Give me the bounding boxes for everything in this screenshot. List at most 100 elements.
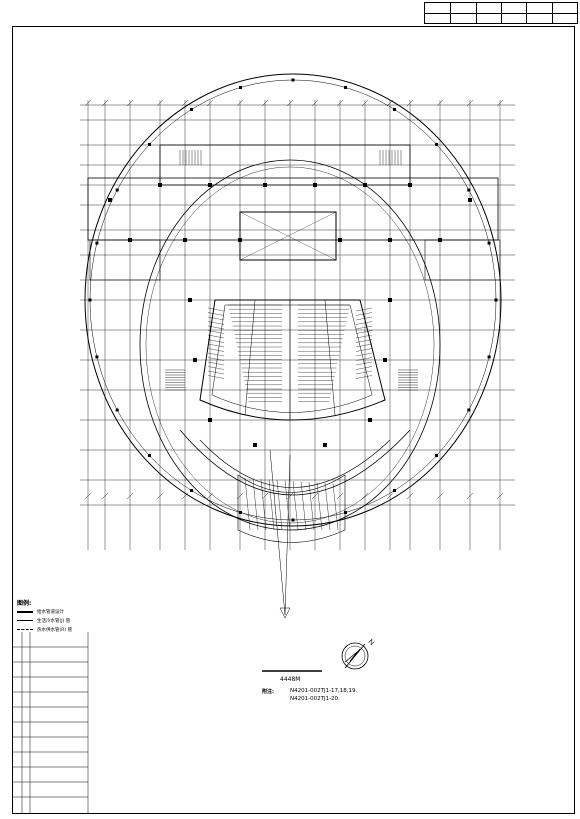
grid-tick xyxy=(286,492,294,500)
seat-row-side xyxy=(355,366,373,370)
entry-step xyxy=(260,478,267,531)
seat-row-side xyxy=(355,343,373,348)
seat-row-side xyxy=(355,339,373,343)
ring-column xyxy=(190,107,193,111)
scale-label: 4448M xyxy=(280,676,301,683)
column xyxy=(313,183,317,187)
stage-area xyxy=(239,211,337,261)
ring-column xyxy=(467,188,471,192)
entry-step xyxy=(276,479,283,531)
notes-title: 附注: xyxy=(262,689,274,695)
seat-row-side xyxy=(355,334,373,339)
seat-row-side xyxy=(207,348,225,352)
ring-column xyxy=(435,454,439,458)
legend-thin-line-icon xyxy=(17,620,33,621)
ring-column xyxy=(291,518,295,522)
column xyxy=(193,358,197,362)
stair-hatching xyxy=(165,150,418,531)
revision-grid xyxy=(12,632,89,814)
column xyxy=(253,443,257,447)
seat-row-side xyxy=(207,357,225,361)
entry-step xyxy=(324,482,331,531)
column xyxy=(108,198,112,202)
entry-step xyxy=(316,482,323,531)
grid-tick xyxy=(156,99,164,107)
grid-tick xyxy=(156,492,164,500)
grid-tick xyxy=(466,99,474,107)
grid-tick xyxy=(261,99,269,107)
seating-rows xyxy=(207,304,373,402)
column xyxy=(388,298,392,302)
column xyxy=(128,238,132,242)
ring-column xyxy=(88,298,92,302)
grid-tick xyxy=(311,99,319,107)
ring-column xyxy=(238,511,242,515)
seat-row-side xyxy=(355,312,373,316)
seat-row-side xyxy=(207,352,225,357)
ring-column xyxy=(95,241,99,245)
legend-label: 生活冷水管(J) 管 xyxy=(37,618,71,624)
ring-column xyxy=(344,511,348,515)
grid-tick xyxy=(181,99,189,107)
ring-column xyxy=(494,298,498,302)
notes-line: N4201-002TJ1-17,18,19. xyxy=(290,688,358,694)
entry-step xyxy=(300,481,307,531)
aisle-left xyxy=(244,299,256,416)
seat-row-side xyxy=(207,325,225,330)
grid-tick xyxy=(386,492,394,500)
grid-tick xyxy=(206,492,214,500)
ring-column xyxy=(115,188,119,192)
entry-step xyxy=(268,479,275,531)
building-outline xyxy=(84,73,502,619)
ring-column xyxy=(393,489,396,493)
legend-title: 图例: xyxy=(17,600,32,607)
column xyxy=(188,298,192,302)
seat-row-side xyxy=(207,366,225,370)
legend-row: 生活冷水管(J) 管 xyxy=(17,616,72,625)
ring-column xyxy=(467,408,471,412)
grid-tick xyxy=(84,492,92,500)
grid-tick xyxy=(84,99,92,107)
drawing-frame xyxy=(12,26,575,814)
ring-column xyxy=(115,408,119,412)
column xyxy=(368,418,372,422)
ring-column xyxy=(147,142,151,146)
seat-row-side xyxy=(207,361,225,366)
title-block-cell xyxy=(526,3,551,13)
legend-dash-line-icon xyxy=(17,629,33,630)
grid-tick xyxy=(286,99,294,107)
grid-tick xyxy=(101,492,109,500)
legend-row: 给水管道设计 xyxy=(17,607,72,616)
column xyxy=(183,238,187,242)
column xyxy=(408,183,412,187)
seat-row-side xyxy=(207,339,225,343)
foyer-arc-2 xyxy=(199,439,391,488)
column xyxy=(383,358,387,362)
grid-tick xyxy=(361,492,369,500)
ring-column xyxy=(344,85,348,89)
seat-row-side xyxy=(355,361,373,366)
grid-tick xyxy=(466,492,474,500)
west-block xyxy=(89,239,161,281)
east-block xyxy=(424,239,501,281)
seat-row-side xyxy=(207,312,225,316)
aisle-right xyxy=(324,299,336,416)
north-arrow-label: N xyxy=(367,638,376,647)
entry-steps xyxy=(237,474,346,543)
legend-label: 热水供水管(R) 管 xyxy=(37,627,73,633)
seat-row-side xyxy=(355,348,373,352)
grid-tick xyxy=(406,99,414,107)
column xyxy=(238,238,242,242)
north-wing-2 xyxy=(159,144,411,186)
grid-tick xyxy=(336,492,344,500)
grid-tick xyxy=(436,492,444,500)
entry-step xyxy=(284,480,291,531)
notes-line: N4201-002TJ1-20. xyxy=(290,696,340,702)
grid-lines xyxy=(80,99,515,550)
column xyxy=(388,238,392,242)
grid-tick xyxy=(126,492,134,500)
seat-row-side xyxy=(355,325,373,330)
column xyxy=(438,238,442,242)
column xyxy=(208,183,212,187)
